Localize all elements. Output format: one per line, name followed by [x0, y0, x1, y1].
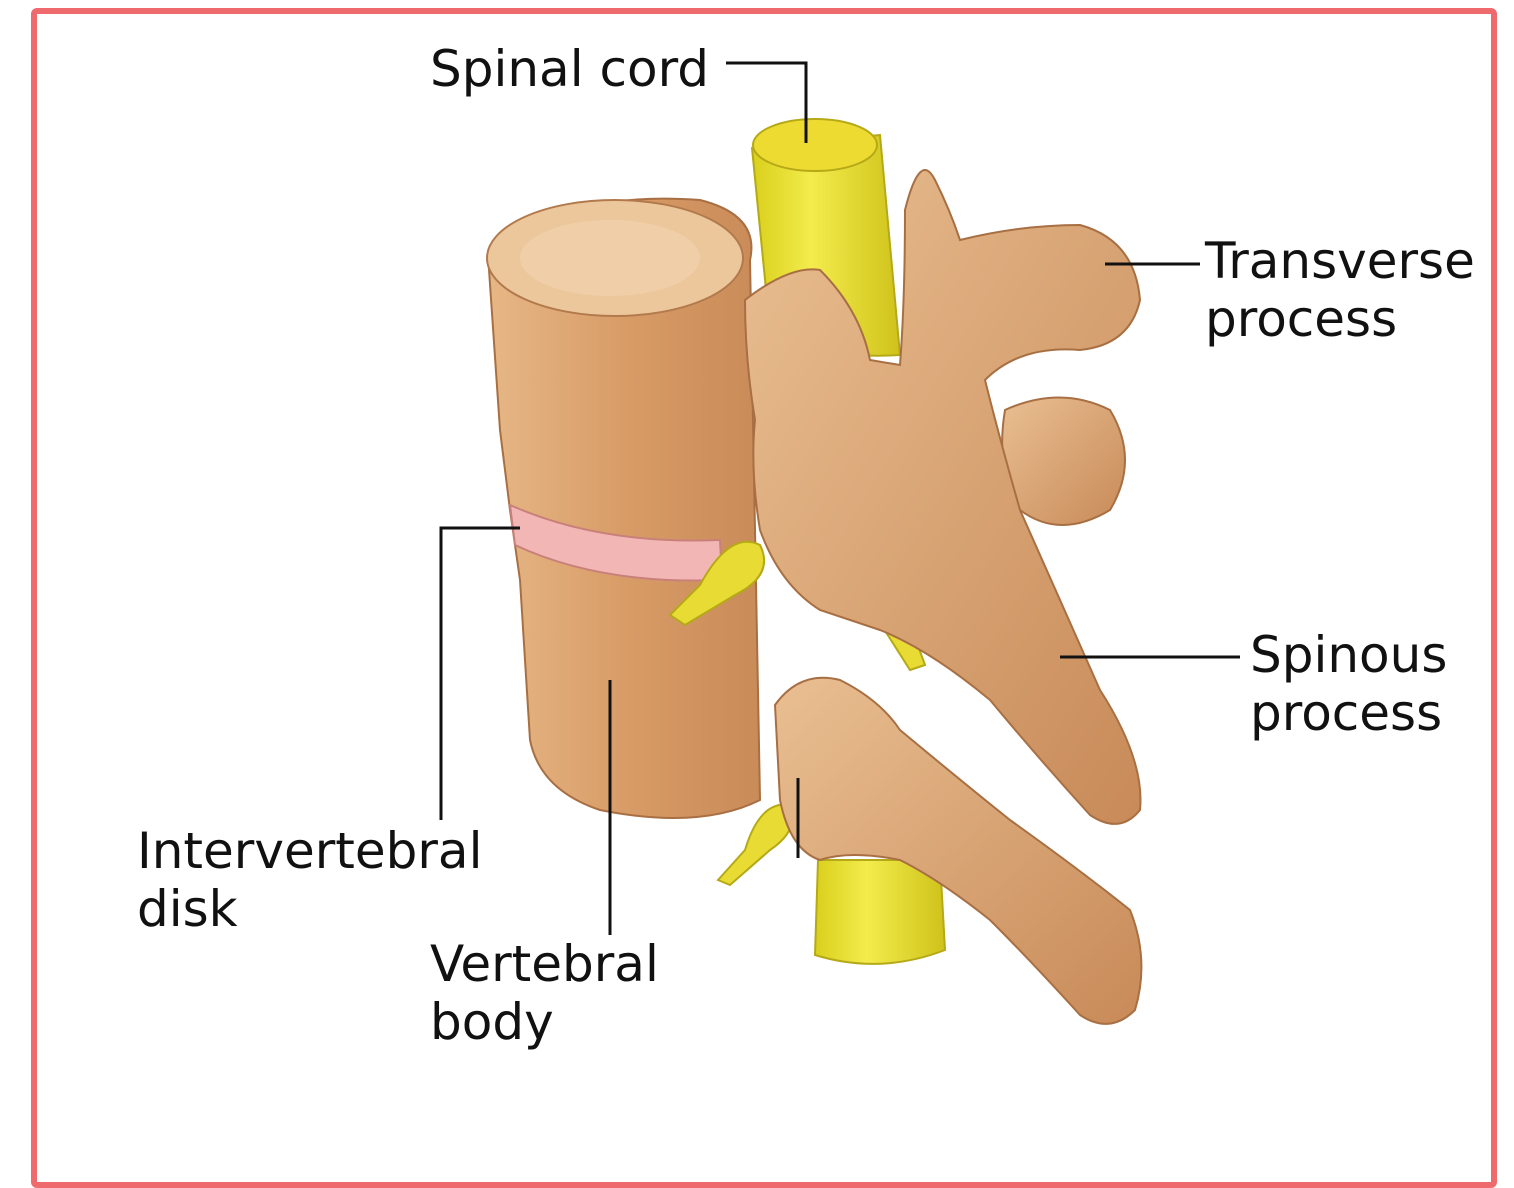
label-intervertebral-line2: disk [137, 880, 482, 938]
label-transverse-process: Transverse process [1205, 232, 1475, 348]
label-vertebral-body: Vertebral body [430, 935, 659, 1051]
label-intervertebral-disk: Intervertebral disk [137, 822, 482, 938]
label-vertebral-line2: body [430, 993, 659, 1051]
leader-intervertebral-disk [441, 528, 520, 820]
label-transverse-line1: Transverse [1205, 232, 1475, 290]
label-spinal-cord-text: Spinal cord [430, 40, 709, 98]
label-intervertebral-line1: Intervertebral [137, 822, 482, 880]
label-spinous-line1: Spinous [1250, 626, 1447, 684]
vertebral-body [487, 199, 760, 818]
label-transverse-line2: process [1205, 290, 1475, 348]
spinal-cord-lower [815, 860, 945, 964]
label-spinous-line2: process [1250, 684, 1447, 742]
label-spinous-process: Spinous process [1250, 626, 1447, 742]
label-spinal-cord: Spinal cord [430, 40, 709, 98]
label-vertebral-line1: Vertebral [430, 935, 659, 993]
